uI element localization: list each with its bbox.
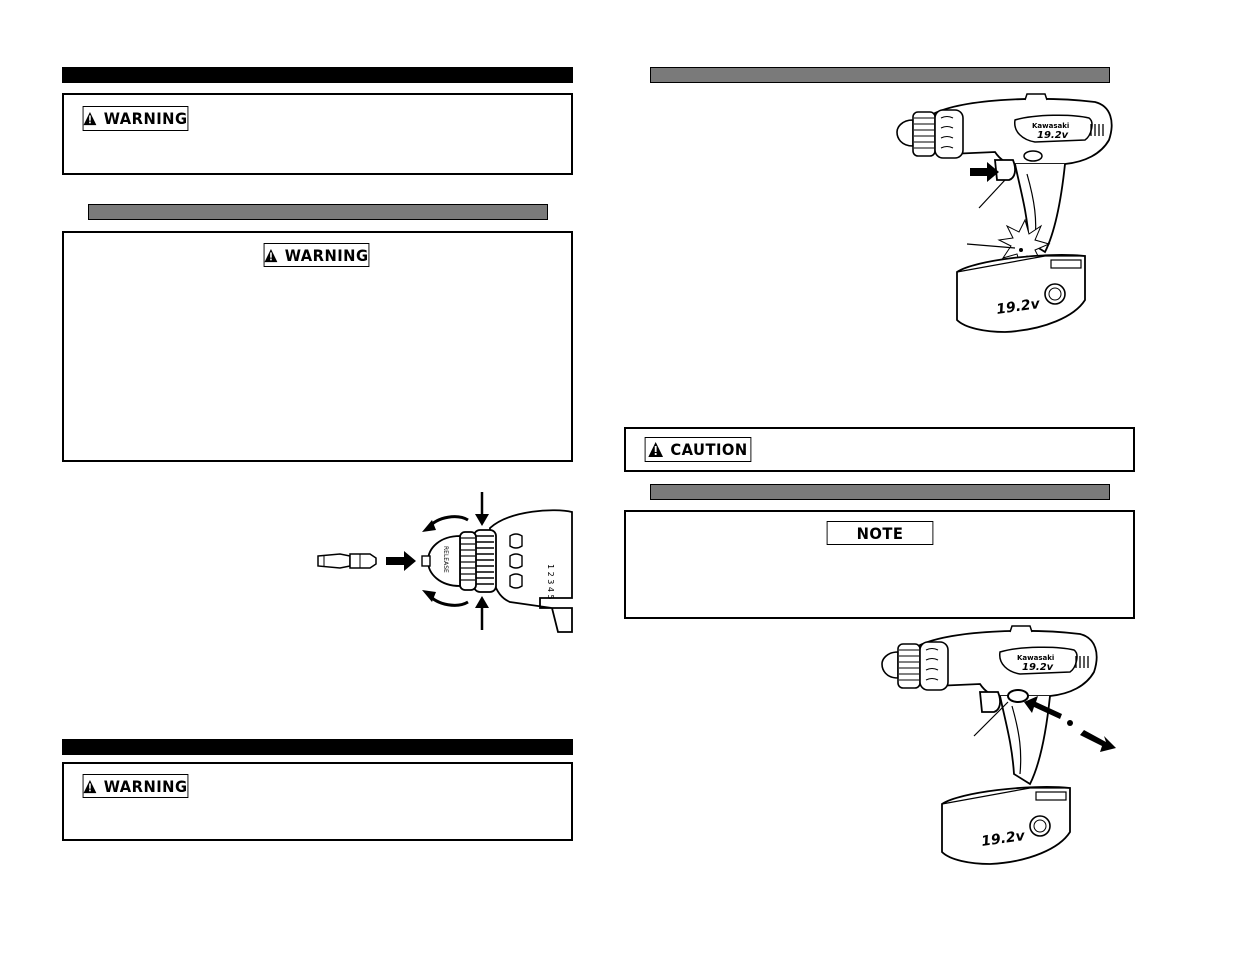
arrow-right-icon xyxy=(970,162,999,182)
rotation-arrowhead-top xyxy=(422,520,436,532)
clutch-numbers: 1 2 3 4 5 xyxy=(546,564,555,600)
warning-box-2: WARNING xyxy=(62,231,573,462)
caution-box: CAUTION xyxy=(624,427,1135,472)
screwdriver-bit xyxy=(317,553,377,569)
drill-2-brand: Kawasaki xyxy=(1017,654,1054,662)
warning-triangle-icon xyxy=(648,442,664,457)
drill-2-voltage: 19.2v xyxy=(1022,662,1054,673)
note-box: NOTE xyxy=(624,510,1135,619)
section-header-bar-1 xyxy=(62,67,573,83)
chuck-sleeve: RELEASE xyxy=(421,531,477,591)
drill-1-battery-voltage: 19.2v xyxy=(995,296,1041,318)
warning-label-2: WARNING xyxy=(263,243,370,267)
subsection-header-bar-2 xyxy=(650,67,1110,83)
warning-box-1: WARNING xyxy=(62,93,573,175)
note-label: NOTE xyxy=(826,521,934,545)
rotation-arrowhead-bottom xyxy=(422,590,436,602)
warning-triangle-icon xyxy=(83,111,97,126)
section-header-bar-2 xyxy=(62,739,573,755)
drill-1-brand: Kawasaki xyxy=(1032,122,1069,130)
warning-label-1: WARNING xyxy=(82,106,189,131)
arrow-left-icon xyxy=(1024,696,1062,719)
arrow-down-icon xyxy=(475,514,489,526)
arrow-right-icon xyxy=(386,551,416,571)
chuck-bit-insertion-illustration: 1 2 3 4 5 RELEASE xyxy=(317,492,573,633)
arrow-up-icon xyxy=(475,596,489,608)
drill-2-battery-voltage: 19.2v xyxy=(980,828,1026,850)
warning-triangle-icon xyxy=(83,779,97,793)
subsection-header-bar-3 xyxy=(650,484,1110,500)
subsection-header-bar-1 xyxy=(88,204,548,220)
warning-label-3: WARNING xyxy=(82,774,189,798)
drill-illustration-1: Kawasaki 19.2v 19.2v xyxy=(896,93,1113,333)
chuck-release-text: RELEASE xyxy=(442,546,449,573)
warning-triangle-icon xyxy=(264,248,278,262)
drill-1-voltage: 19.2v xyxy=(1037,130,1069,141)
warning-box-3: WARNING xyxy=(62,762,573,841)
caution-label: CAUTION xyxy=(644,437,752,462)
drill-illustration-2: Kawasaki 19.2v 19.2v xyxy=(881,625,1116,865)
arrow-right-icon xyxy=(1080,730,1116,752)
clutch-ring xyxy=(473,529,497,593)
